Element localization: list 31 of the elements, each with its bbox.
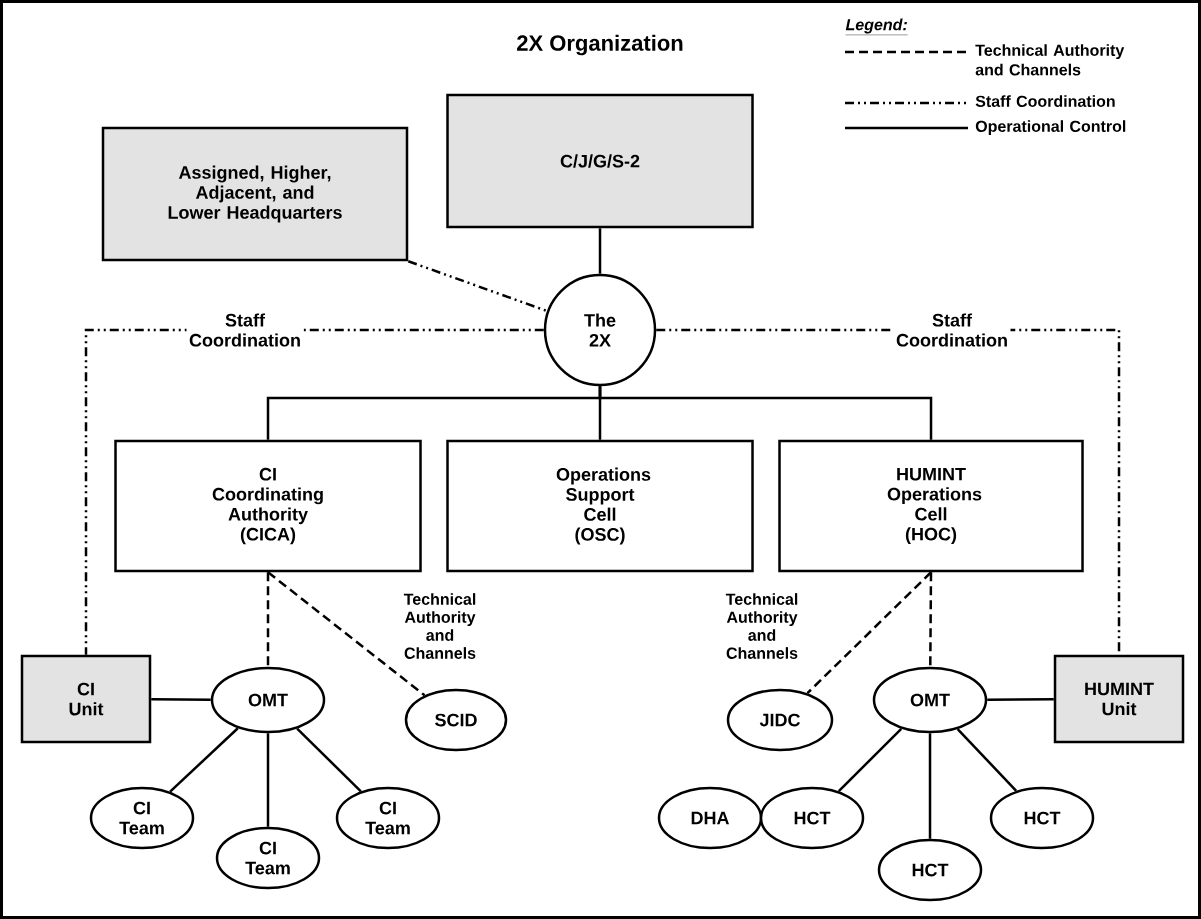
legend-text: Technical Authority and Channels bbox=[975, 44, 1125, 76]
connector-line bbox=[987, 698, 1054, 701]
connector-line bbox=[169, 727, 239, 793]
connector-line bbox=[928, 733, 932, 839]
connector-line bbox=[266, 733, 270, 827]
title: 2X Organization bbox=[517, 34, 683, 56]
edge-label: Staff Coordination bbox=[893, 312, 1011, 348]
legend-text: Staff Coordination bbox=[975, 95, 1115, 107]
cell-box: CI Coordinating Authority (CICA) bbox=[114, 439, 422, 573]
unit-box: CI Unit bbox=[20, 654, 152, 744]
legend-text: Operational Control bbox=[975, 120, 1126, 136]
connector-line bbox=[837, 727, 903, 793]
connector-line bbox=[151, 698, 211, 701]
unit-box: HUMINT Unit bbox=[1053, 654, 1185, 744]
edge-label: Staff Coordination bbox=[186, 312, 304, 348]
legend-heading: Legend: bbox=[845, 18, 908, 36]
cell-box: HUMINT Operations Cell (HOC) bbox=[778, 439, 1084, 573]
connector-line bbox=[267, 571, 426, 697]
headquarters-box: C/J/G/S-2 bbox=[446, 93, 754, 229]
connector-line bbox=[929, 572, 933, 667]
connector-line bbox=[296, 727, 362, 793]
connector-line bbox=[598, 228, 602, 274]
connector-line bbox=[407, 260, 548, 313]
edge-label: Technical Authority and Channels bbox=[721, 592, 803, 660]
edge-label: Technical Authority and Channels bbox=[399, 592, 481, 660]
connector-line bbox=[598, 386, 933, 440]
connector-line bbox=[806, 571, 932, 695]
connector-line bbox=[266, 572, 270, 667]
headquarters-box: Assigned, Higher, Adjacent, and Lower Headquarters bbox=[101, 126, 409, 262]
connector-line bbox=[956, 728, 1018, 792]
cell-box: Operations Support Cell (OSC) bbox=[446, 439, 754, 573]
